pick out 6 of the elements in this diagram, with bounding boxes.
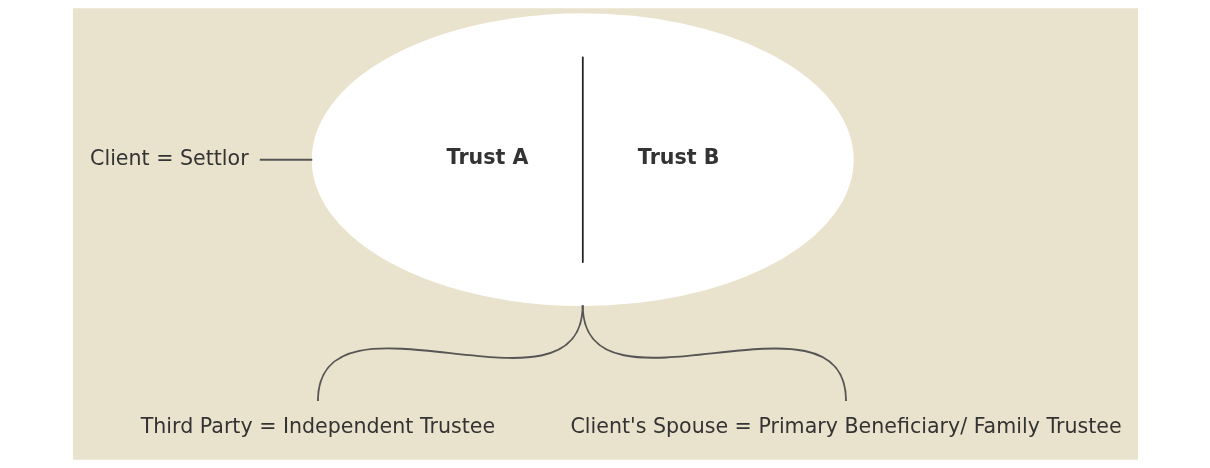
node-text: Third Party = Independent Trustee (140, 413, 495, 438)
node-text: Client's Spouse = Primary Beneficiary/ Family Trustee (569, 413, 1122, 438)
node-text: Client = Settlor (89, 146, 249, 171)
connector (258, 158, 313, 161)
connector (581, 304, 847, 402)
node-ellipse: Trust A Trust B (311, 13, 854, 307)
